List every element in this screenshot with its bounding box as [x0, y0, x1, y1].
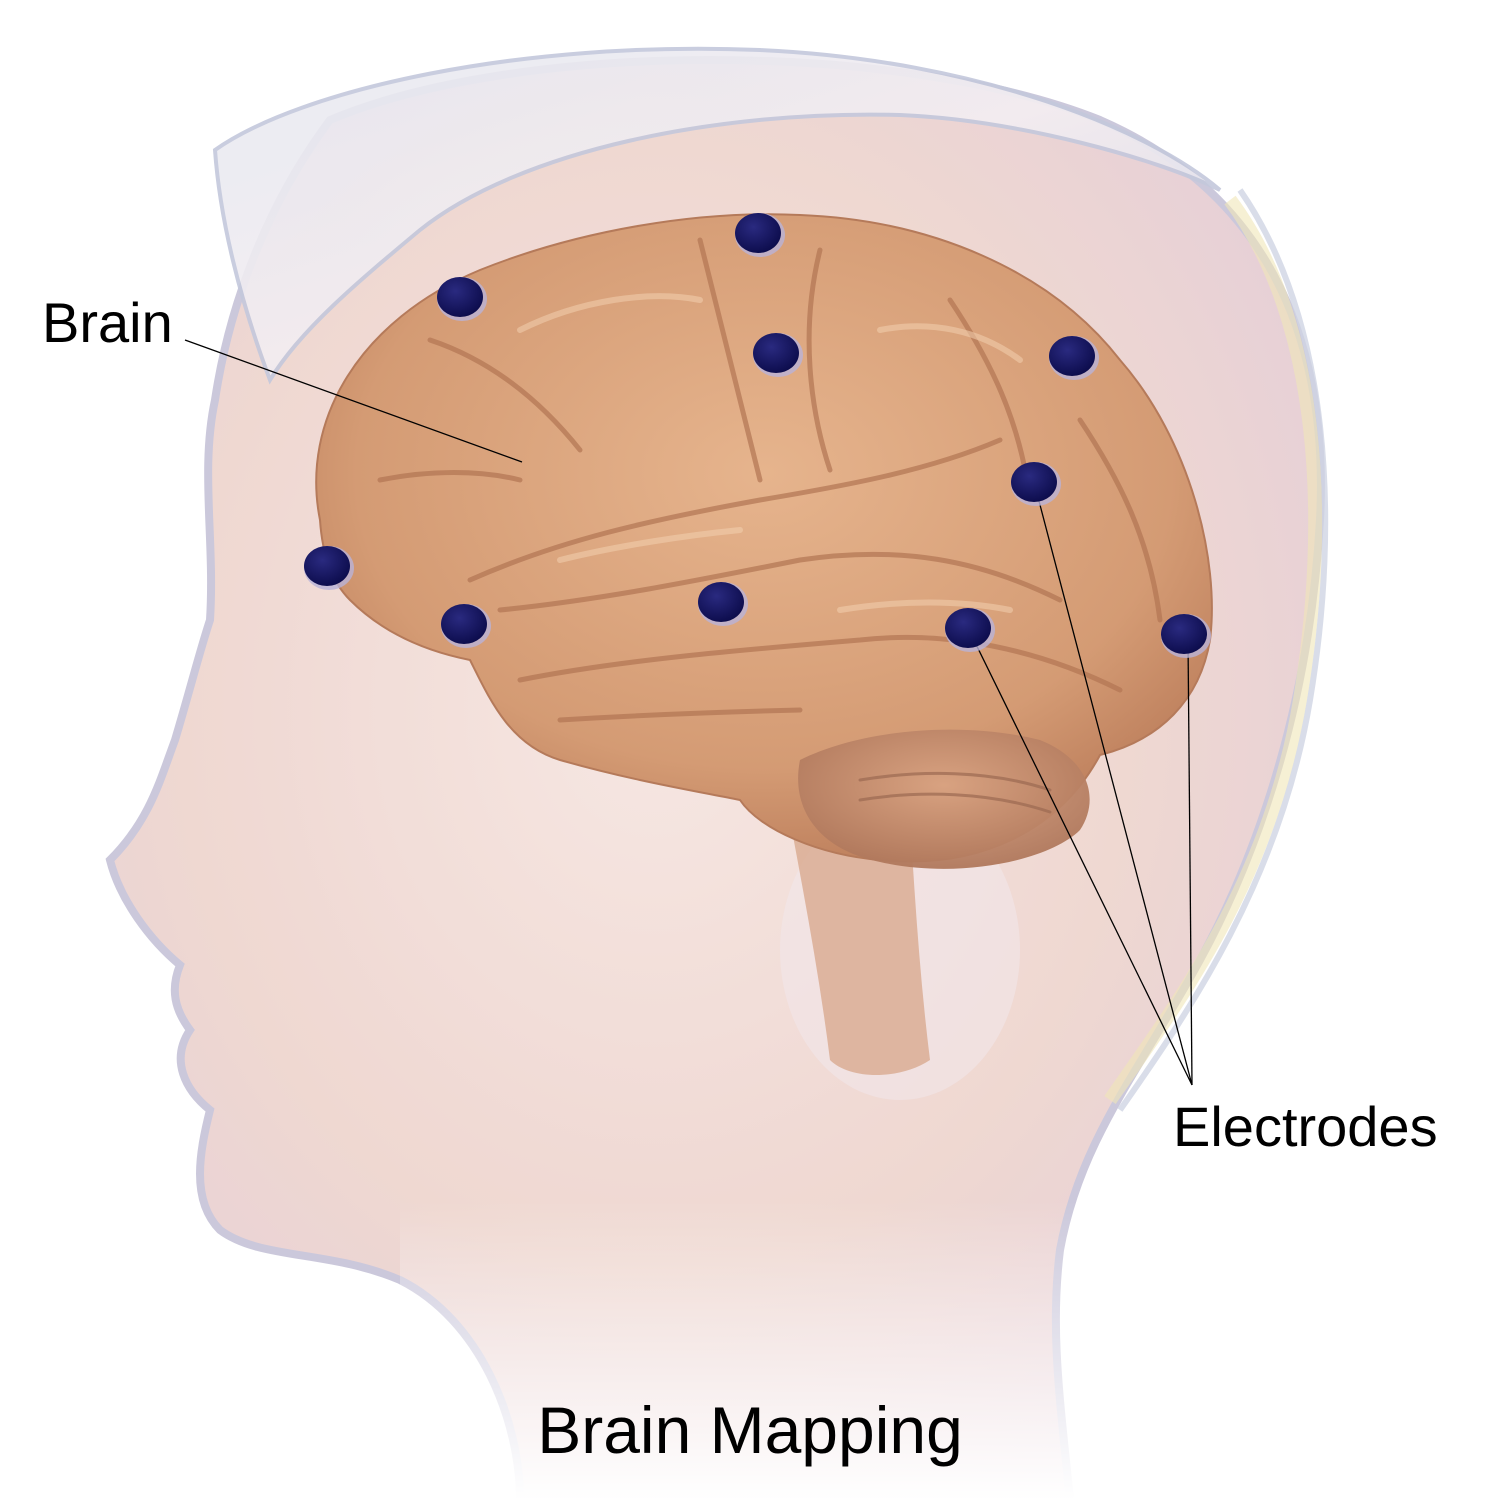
electrode-dot	[698, 582, 748, 626]
electrode-leader-line	[1187, 639, 1193, 1086]
electrode-leader-line	[967, 627, 1193, 1086]
electrode-dot	[945, 608, 995, 652]
brain-label: Brain	[42, 291, 173, 354]
electrode-dot	[753, 333, 803, 377]
electrodes-label: Electrodes	[1173, 1095, 1438, 1158]
brain-illustration	[315, 213, 1213, 869]
diagram-title-text: Brain Mapping	[537, 1393, 963, 1467]
electrode-dot	[1011, 462, 1061, 506]
brain-leader-line	[184, 339, 523, 463]
diagram-title: Brain Mapping	[0, 1392, 1500, 1468]
leader-lines	[184, 339, 1193, 1086]
electrode-dot	[437, 277, 487, 321]
electrode-dot	[1161, 614, 1211, 658]
electrode-dot	[441, 604, 491, 648]
electrode-dot	[304, 546, 354, 590]
electrodes	[304, 213, 1211, 658]
electrode-leader-line	[1033, 481, 1193, 1086]
electrode-leader-lines	[967, 481, 1193, 1086]
electrode-dot	[1049, 336, 1099, 380]
electrode-dot	[735, 213, 785, 257]
